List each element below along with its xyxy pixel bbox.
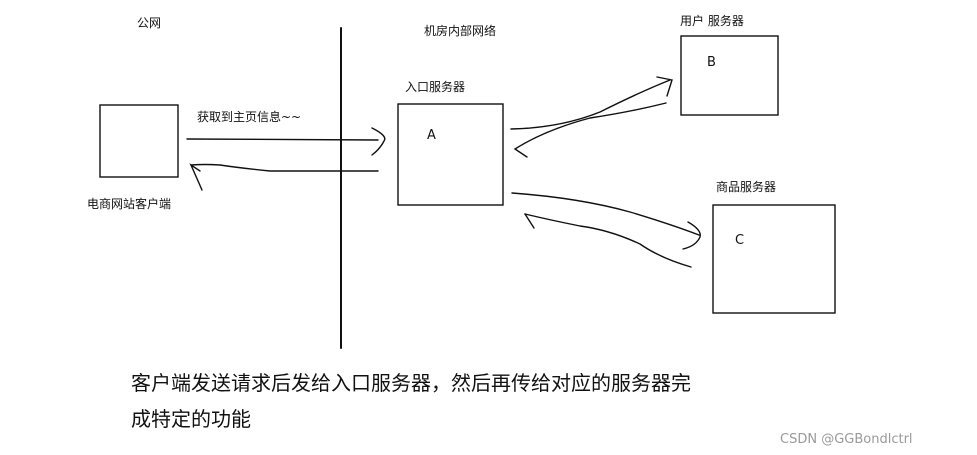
product-server-box: [712, 204, 836, 314]
product-server-letter: C: [735, 233, 745, 248]
user-server-label: 用户 服务器: [680, 14, 744, 28]
arrow-entry-to-product: [511, 192, 701, 250]
arrow-entry-to-client: [189, 163, 379, 191]
entry-server-label: 入口服务器: [405, 80, 466, 94]
client-label: 电商网站客户端: [87, 197, 172, 211]
caption-line-2: 成特定的功能: [131, 407, 251, 431]
arrow-user-to-entry: [514, 102, 667, 158]
user-server-letter: B: [707, 55, 716, 70]
edge-label: 获取到主页信息~~: [197, 110, 302, 124]
entry-server-box: [397, 103, 504, 206]
product-server-label: 商品服务器: [716, 180, 777, 194]
client-box: [99, 104, 179, 178]
arrow-entry-to-user: [510, 76, 673, 130]
caption-line-1: 客户端发送请求后发给入口服务器，然后再传给对应的服务器完: [131, 371, 691, 395]
arrow-product-to-entry: [524, 213, 692, 268]
arrow-client-to-entry: [186, 127, 386, 156]
user-server-box: [680, 35, 779, 116]
watermark: CSDN @GGBondlctrl: [780, 432, 913, 447]
public-network-label: 公网: [137, 16, 162, 30]
internal-network-label: 机房内部网络: [424, 24, 497, 38]
entry-server-letter: A: [427, 128, 436, 143]
